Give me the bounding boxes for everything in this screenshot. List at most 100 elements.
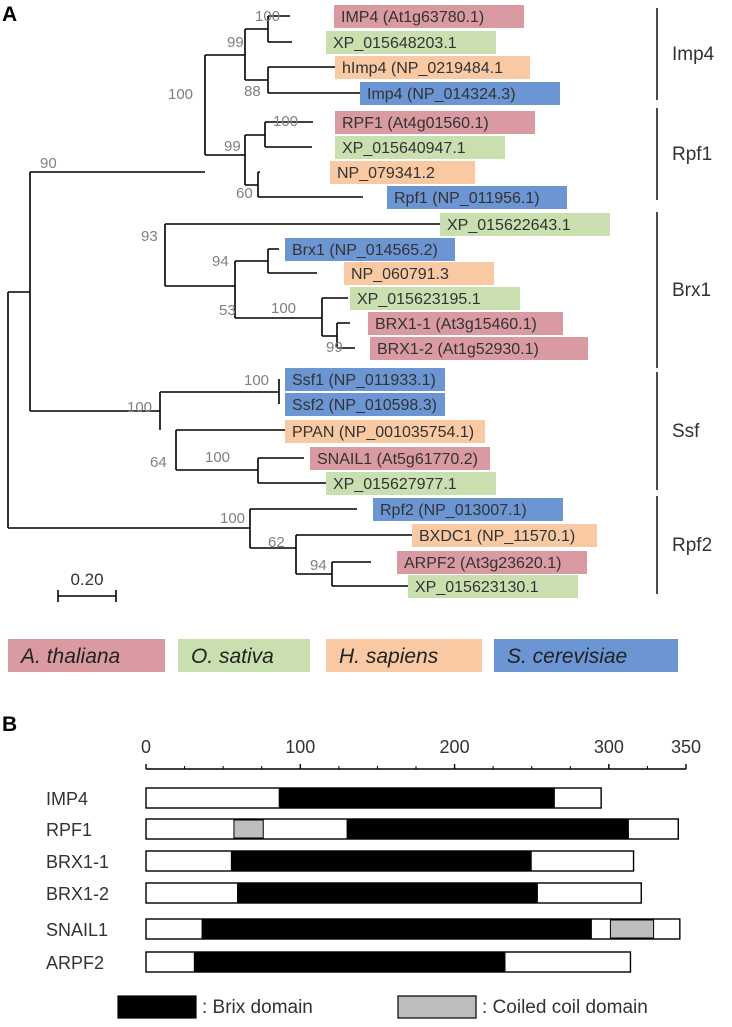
- taxon-label: PPAN (NP_001035754.1): [285, 420, 485, 443]
- taxon-highlight: [350, 287, 520, 310]
- support-value: 100: [168, 86, 193, 103]
- taxon-label: Rpf2 (NP_013007.1): [373, 498, 563, 521]
- clade-name: Rpf1: [672, 144, 712, 165]
- taxon-label: XP_015640947.1: [335, 136, 505, 159]
- protein-row: ARPF2: [46, 951, 632, 973]
- taxon-highlight: [335, 56, 530, 79]
- species-legend: A. thaliana O. sativa H. sapiens S. cerevis…: [8, 639, 678, 672]
- taxon-highlight: [370, 337, 588, 360]
- support-value: 100: [127, 399, 152, 416]
- taxon-name: Ssf2 (NP_010598.3): [292, 397, 437, 414]
- taxon-name: XP_015623195.1: [357, 291, 481, 308]
- species-legend-item: H. sapiens: [326, 639, 482, 672]
- support-value: 100: [273, 113, 298, 130]
- taxon-label: NP_079341.2: [330, 161, 475, 184]
- protein-name: ARPF2: [46, 953, 104, 973]
- taxon-label: SNAIL1 (At5g61770.2): [310, 447, 490, 470]
- protein-name: BRX1-2: [46, 884, 109, 904]
- support-value: 62: [268, 534, 285, 551]
- species-name: A. thaliana: [19, 645, 120, 668]
- taxon-highlight: [373, 498, 563, 521]
- taxon-highlight: [408, 575, 578, 598]
- taxon-name: Ssf1 (NP_011933.1): [292, 372, 436, 389]
- support-value: 99: [227, 34, 244, 51]
- axis-tick-label: 100: [285, 737, 315, 757]
- support-value: 99: [326, 339, 343, 356]
- taxon-label: RPF1 (At4g01560.1): [335, 111, 535, 134]
- taxon-name: IMP4 (At1g63780.1): [341, 9, 484, 26]
- protein-row: IMP4: [46, 787, 602, 809]
- brix-domain: [278, 788, 555, 808]
- taxon-name: PPAN (NP_001035754.1): [292, 424, 474, 441]
- species-legend-item: A. thaliana: [8, 639, 165, 672]
- support-value: 94: [212, 253, 229, 270]
- taxon-name: NP_060791.3: [351, 266, 449, 283]
- protein-row: BRX1-2: [46, 882, 642, 904]
- support-value: 100: [271, 300, 296, 317]
- taxon-name: SNAIL1 (At5g61770.2): [317, 451, 478, 468]
- taxon-name: ARPF2 (At3g23620.1): [404, 555, 561, 572]
- taxon-name: BXDC1 (NP_11570.1): [419, 528, 575, 545]
- axis-tick-label: 350: [671, 737, 701, 757]
- protein-row: RPF1: [46, 818, 679, 840]
- clade-name: Rpf2: [672, 535, 712, 556]
- species-swatch: [178, 639, 310, 672]
- brix-domain: [201, 919, 592, 939]
- taxon-name: XP_015622643.1: [447, 217, 571, 234]
- taxon-label: Rpf1 (NP_011956.1): [387, 186, 567, 209]
- taxon-highlight: [344, 262, 494, 285]
- axis-tick-label: 0: [141, 737, 151, 757]
- taxon-label: ARPF2 (At3g23620.1): [397, 551, 587, 574]
- taxon-label: BXDC1 (NP_11570.1): [412, 524, 597, 547]
- taxon-name: XP_015627977.1: [333, 476, 457, 493]
- protein-name: IMP4: [46, 789, 88, 809]
- taxon-highlight: [285, 368, 445, 391]
- protein-row: BRX1-1: [46, 850, 635, 872]
- taxon-name: Rpf2 (NP_013007.1): [380, 502, 527, 519]
- domain-legend: : Brix domain: Coiled coil domain: [117, 995, 648, 1019]
- species-swatch: [326, 639, 482, 672]
- support-value: 64: [150, 454, 167, 471]
- support-value: 94: [310, 557, 327, 574]
- taxon-label: XP_015627977.1: [326, 472, 496, 495]
- support-value: 100: [220, 510, 245, 527]
- taxon-highlight: [360, 82, 560, 105]
- species-name: O. sativa: [191, 645, 274, 668]
- panel-b-label: B: [2, 713, 17, 736]
- protein-name: RPF1: [46, 820, 92, 840]
- brix-domain: [193, 952, 506, 972]
- coiled-coil-domain: [233, 819, 264, 839]
- domain-legend-label: : Brix domain: [202, 997, 313, 1018]
- protein-name: SNAIL1: [46, 920, 108, 940]
- taxon-highlight: [330, 161, 475, 184]
- taxon-name: NP_079341.2: [337, 165, 435, 182]
- taxon-label: XP_015623195.1: [350, 287, 520, 310]
- support-value: 100: [255, 8, 280, 25]
- taxon-highlight: [387, 186, 567, 209]
- taxon-highlight: [397, 551, 587, 574]
- taxon-name: RPF1 (At4g01560.1): [342, 115, 489, 132]
- support-value: 100: [205, 449, 230, 466]
- taxon-highlight: [368, 312, 563, 335]
- taxon-label: IMP4 (At1g63780.1): [334, 5, 524, 28]
- brix-domain: [230, 851, 532, 871]
- taxon-label: XP_015622643.1: [440, 213, 610, 236]
- brix-domain: [346, 819, 629, 839]
- species-legend-item: O. sativa: [178, 639, 310, 672]
- taxon-highlight: [440, 213, 610, 236]
- taxon-label: BRX1-1 (At3g15460.1): [368, 312, 563, 335]
- taxon-label: BRX1-2 (At1g52930.1): [370, 337, 588, 360]
- support-value: 88: [244, 83, 261, 100]
- coiled-coil-swatch: [397, 995, 477, 1019]
- support-value: 53: [219, 302, 236, 319]
- phylogenetic-tree: [7, 15, 440, 587]
- species-swatch: [8, 639, 165, 672]
- taxon-label: Brx1 (NP_014565.2): [285, 238, 455, 261]
- species-name: S. cerevisiae: [507, 645, 627, 668]
- support-value: 99: [224, 138, 241, 155]
- species-legend-item: S. cerevisiae: [494, 639, 678, 672]
- domain-legend-item: : Brix domain: [117, 995, 313, 1019]
